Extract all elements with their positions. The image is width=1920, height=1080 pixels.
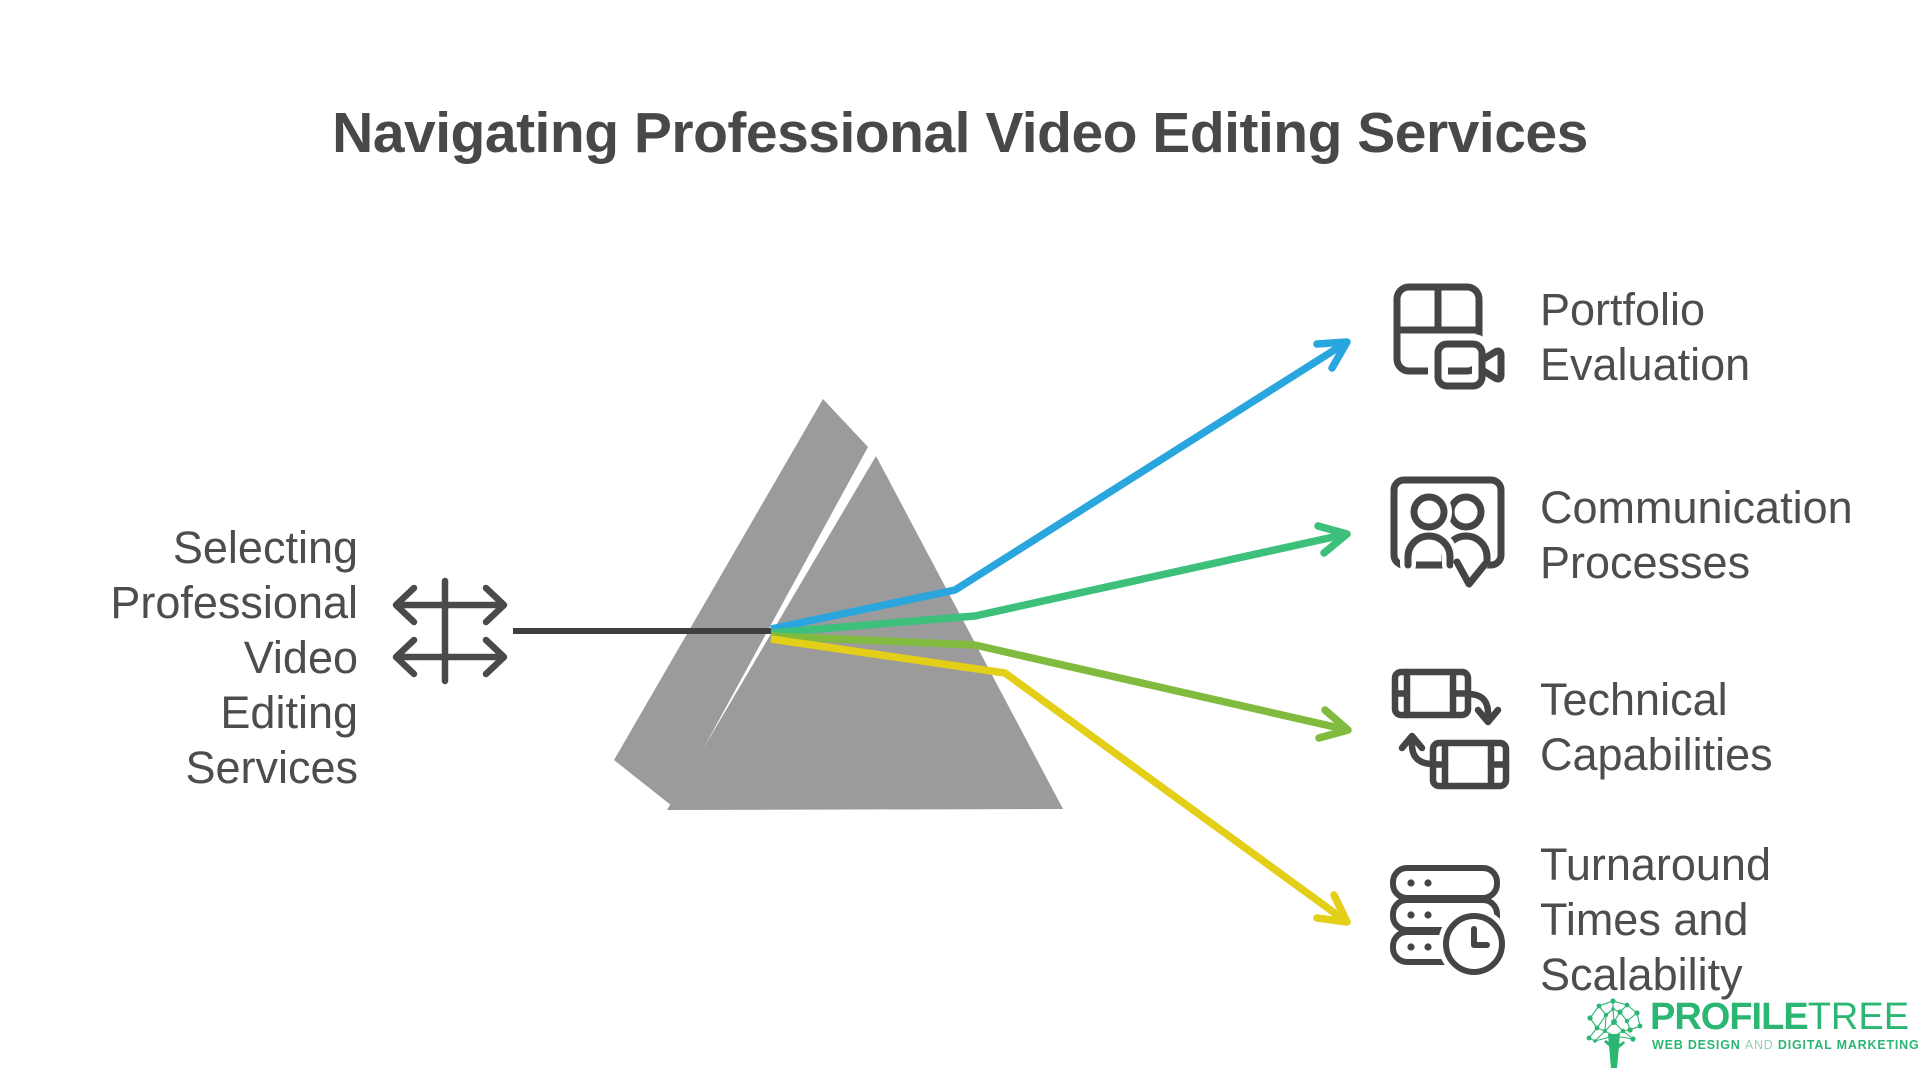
beam-green [770, 522, 1351, 637]
film-frames-convert-icon [1391, 668, 1510, 790]
item-label-line: Turnaround [1540, 839, 1771, 890]
item-label-line: Scalability [1540, 949, 1743, 1000]
beam-olive [770, 632, 1352, 742]
wordmark-light: TREE [1807, 996, 1910, 1038]
item-label-line: Portfolio [1540, 284, 1706, 335]
page-title: Navigating Professional Video Editing Se… [332, 101, 1588, 165]
source-label: Selecting Professional Video Editing Ser… [96, 520, 358, 795]
beam-blue [770, 338, 1351, 633]
tagline-part: WEB DESIGN [1652, 1038, 1741, 1052]
spread-arrows-icon [392, 577, 508, 685]
beam-yellow [770, 635, 1351, 926]
profiletree-wordmark: PROFILETREE [1650, 996, 1909, 1039]
item-label-line: Times and [1540, 894, 1749, 945]
prism-shape [614, 399, 1063, 810]
item-label-technical-capabilities: Technical Capabilities [1540, 672, 1773, 782]
item-label-line: Evaluation [1540, 339, 1751, 390]
profiletree-tagline: WEB DESIGN AND DIGITAL MARKETING [1652, 1038, 1920, 1052]
people-speech-bubble-icon [1390, 476, 1505, 588]
tagline-part: DIGITAL MARKETING [1777, 1038, 1920, 1052]
item-label-line: Processes [1540, 537, 1751, 588]
prism-left-sliver [614, 399, 868, 806]
tagline-part: AND [1744, 1038, 1774, 1052]
item-label-turnaround-scalability: Turnaround Times and Scalability [1540, 837, 1771, 1002]
layout-grid-video-icon [1393, 283, 1505, 396]
profiletree-tree-icon [1586, 998, 1643, 1068]
item-label-communication-processes: Communication Processes [1540, 480, 1853, 590]
source-label-line: Professional [110, 577, 358, 628]
item-label-line: Communication [1540, 482, 1853, 533]
item-label-portfolio-evaluation: Portfolio Evaluation [1540, 282, 1750, 392]
prism-main-triangle [667, 456, 1063, 810]
source-label-line: Services [185, 742, 358, 793]
server-stack-clock-icon [1390, 865, 1510, 980]
profiletree-logo: PROFILETREE WEB DESIGN AND DIGITAL MARKE… [1580, 994, 1919, 1074]
wordmark-bold: PROFILE [1650, 996, 1809, 1038]
item-label-line: Technical [1540, 674, 1728, 725]
source-label-line: Selecting [172, 522, 358, 573]
item-label-line: Capabilities [1540, 729, 1773, 780]
source-label-line: Video Editing [220, 632, 358, 738]
